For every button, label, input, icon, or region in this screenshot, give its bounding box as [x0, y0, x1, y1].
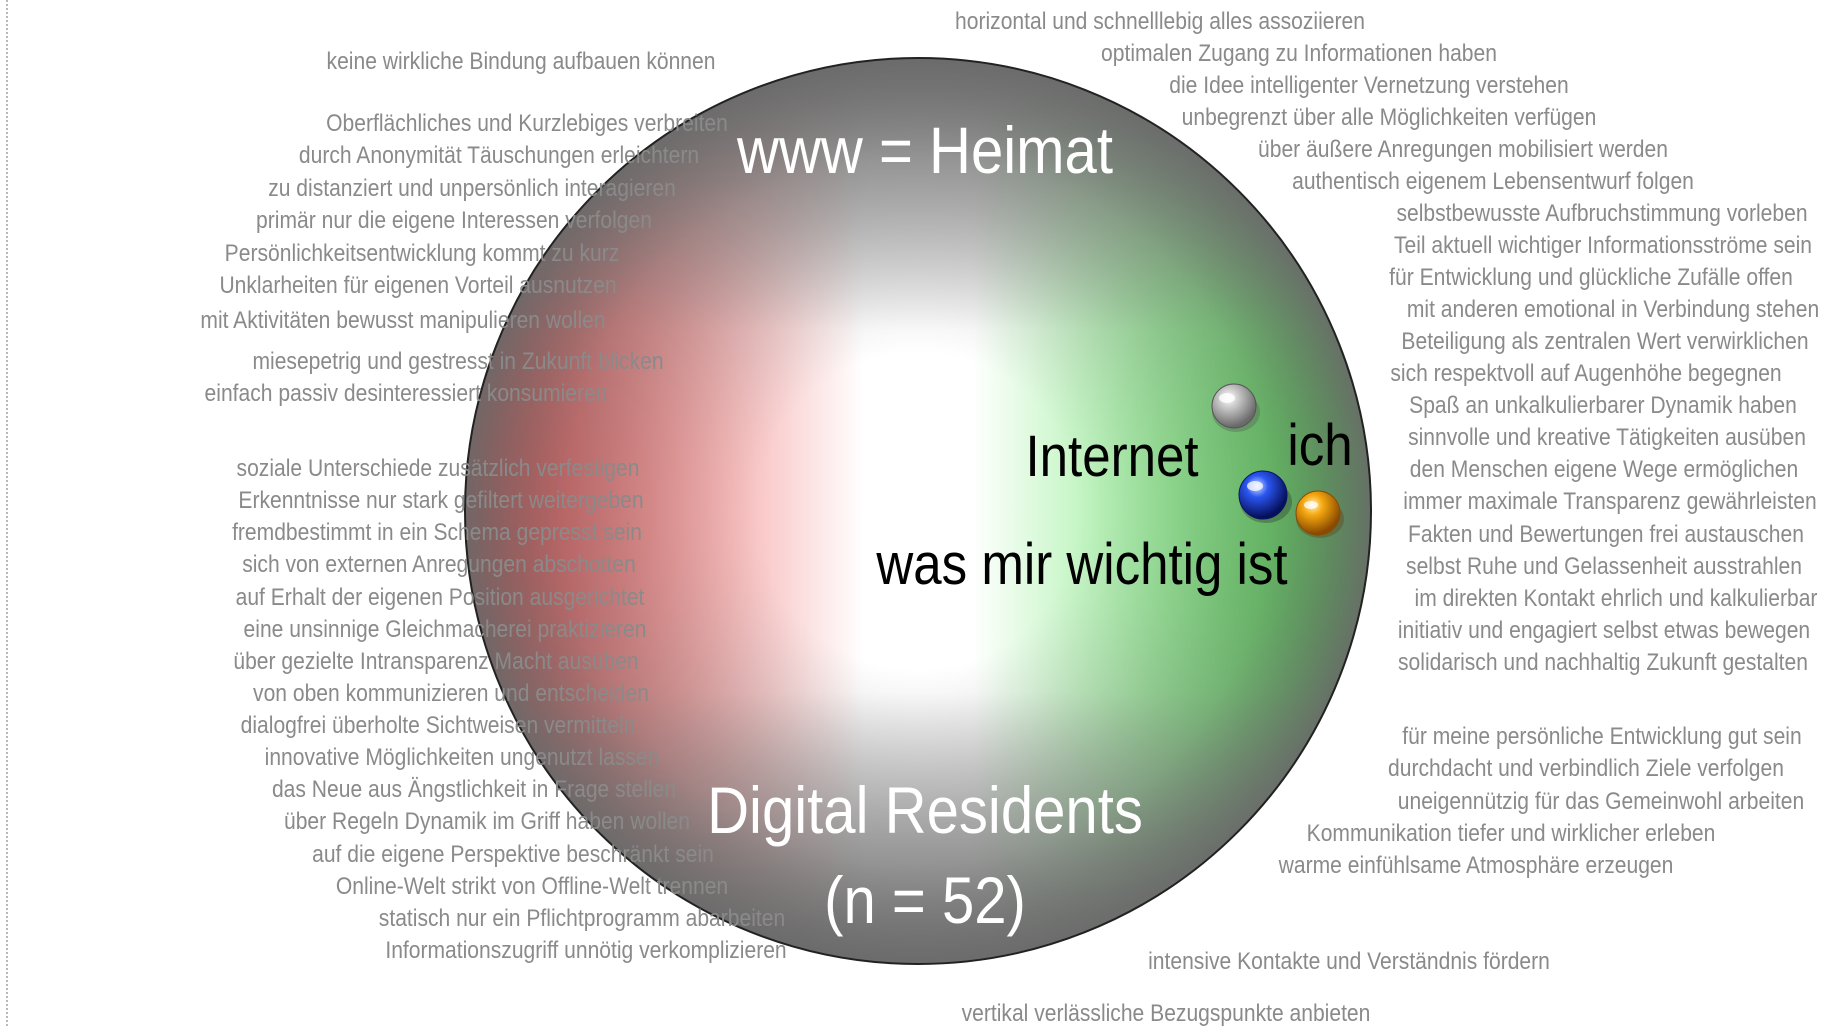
right-phrase-2: authentisch eigenem Lebensentwurf folgen — [1292, 167, 1694, 195]
right-phrase-12: immer maximale Transparenz gewährleisten — [1403, 487, 1817, 515]
wichtig-label: was mir wichtig ist — [876, 532, 1288, 597]
bottom-phrase-2: vertikal verlässliche Bezugspunkte anbie… — [961, 999, 1371, 1027]
top-phrase-1: horizontal und schnelllebig alles assozi… — [955, 7, 1365, 35]
left-phrase-2: Oberflächliches und Kurzlebiges verbreit… — [326, 109, 728, 137]
left-phrase-4: zu distanziert und unpersönlich interagi… — [268, 174, 676, 202]
right-phrase-20: uneigennützig für das Gemeinwohl arbeite… — [1397, 787, 1805, 815]
right-phrase-11: den Menschen eigene Wege ermöglichen — [1409, 455, 1799, 483]
right-phrase-14: selbst Ruhe und Gelassenheit ausstrahlen — [1406, 552, 1802, 580]
left-phrase-14: sich von externen Anregungen abschotten — [242, 550, 636, 578]
left-phrase-16: eine unsinnige Gleichmacherei praktizier… — [243, 615, 647, 643]
right-phrase-22: warme einfühlsame Atmosphäre erzeugen — [1278, 851, 1674, 879]
top-phrase-4: unbegrenzt über alle Möglichkeiten verfü… — [1181, 103, 1597, 131]
right-phrase-5: für Entwicklung und glückliche Zufälle o… — [1389, 263, 1793, 291]
right-phrase-17: solidarisch und nachhaltig Zukunft gesta… — [1398, 648, 1808, 676]
top-phrase-3: die Idee intelligenter Vernetzung verste… — [1169, 71, 1569, 99]
wichtig-marker — [1238, 470, 1292, 523]
left-phrase-10: einfach passiv desinteressiert konsumier… — [204, 379, 608, 407]
left-phrase-23: auf die eigene Perspektive beschränkt se… — [312, 840, 714, 868]
right-phrase-4: Teil aktuell wichtiger Informationsström… — [1393, 231, 1813, 259]
internet-label: Internet — [1025, 424, 1199, 489]
left-phrase-15: auf Erhalt der eigenen Position ausgeric… — [235, 583, 645, 611]
right-phrase-3: selbstbewusste Aufbruchstimmung vorleben — [1396, 199, 1808, 227]
ich-label: ich — [1287, 413, 1353, 478]
right-phrase-10: sinnvolle und kreative Tätigkeiten ausüb… — [1408, 423, 1806, 451]
left-phrase-24: Online-Welt strikt von Offline-Welt tren… — [335, 872, 729, 900]
left-phrase-5: primär nur die eigene Interessen verfolg… — [256, 206, 652, 234]
left-phrase-22: über Regeln Dynamik im Griff haben wolle… — [283, 807, 691, 835]
left-phrase-19: dialogfrei überholte Sichtweisen vermitt… — [240, 711, 636, 739]
right-phrase-21: Kommunikation tiefer und wirklicher erle… — [1306, 819, 1716, 847]
left-phrase-1: keine wirkliche Bindung aufbauen können — [326, 47, 716, 75]
left-phrase-9: miesepetrig und gestresst in Zukunft bli… — [252, 347, 664, 375]
top-phrase-2: optimalen Zugang zu Informationen haben — [1101, 39, 1497, 67]
right-phrase-16: initiativ und engagiert selbst etwas bew… — [1397, 616, 1811, 644]
left-phrase-25: statisch nur ein Pflichtprogramm abarbei… — [378, 904, 786, 932]
right-phrase-8: sich respektvoll auf Augenhöhe begegnen — [1390, 359, 1782, 387]
sphere-outline — [464, 57, 1372, 965]
left-phrase-20: innovative Möglichkeiten ungenutzt lasse… — [264, 743, 660, 771]
bottom-phrase-1: intensive Kontakte und Verständnis förde… — [1148, 947, 1550, 975]
left-phrase-11: soziale Unterschiede zusätzlich verfesti… — [236, 454, 640, 482]
ich-marker — [1295, 490, 1344, 538]
left-dotted-border — [6, 0, 8, 1026]
left-phrase-13: fremdbestimmt in ein Schema gepresst sei… — [232, 518, 642, 546]
right-phrase-19: durchdacht und verbindlich Ziele verfolg… — [1388, 754, 1784, 782]
right-phrase-1: über äußere Anregungen mobilisiert werde… — [1258, 135, 1668, 163]
left-phrase-21: das Neue aus Ängstlichkeit in Frage stel… — [271, 775, 677, 803]
sample-size-label: (n = 52) — [824, 863, 1026, 937]
left-phrase-7: Unklarheiten für eigenen Vorteil ausnutz… — [219, 271, 617, 299]
left-phrase-18: von oben kommunizieren und entscheiden — [253, 679, 649, 707]
left-phrase-17: über gezielte Intransparenz Macht ausübe… — [233, 647, 639, 675]
right-phrase-6: mit anderen emotional in Verbindung steh… — [1406, 295, 1820, 323]
right-phrase-13: Fakten und Bewertungen frei austauschen — [1408, 520, 1804, 548]
right-phrase-15: im direkten Kontakt ehrlich und kalkulie… — [1414, 584, 1818, 612]
right-phrase-9: Spaß an unkalkulierbarer Dynamik haben — [1409, 391, 1797, 419]
heimat-title: www = Heimat — [737, 113, 1113, 187]
left-phrase-6: Persönlichkeitsentwicklung kommt zu kurz — [224, 239, 620, 267]
right-phrase-18: für meine persönliche Entwicklung gut se… — [1402, 722, 1802, 750]
left-phrase-12: Erkenntnisse nur stark gefiltert weiterg… — [238, 486, 644, 514]
internet-marker — [1211, 383, 1260, 432]
residents-title: Digital Residents — [707, 773, 1143, 847]
right-phrase-7: Beteiligung als zentralen Wert verwirkli… — [1401, 327, 1809, 355]
left-phrase-8: mit Aktivitäten bewusst manipulieren wol… — [200, 306, 606, 334]
left-phrase-26: Informationszugriff unnötig verkomplizie… — [385, 936, 787, 964]
left-phrase-3: durch Anonymität Täuschungen erleichtern — [298, 141, 700, 169]
